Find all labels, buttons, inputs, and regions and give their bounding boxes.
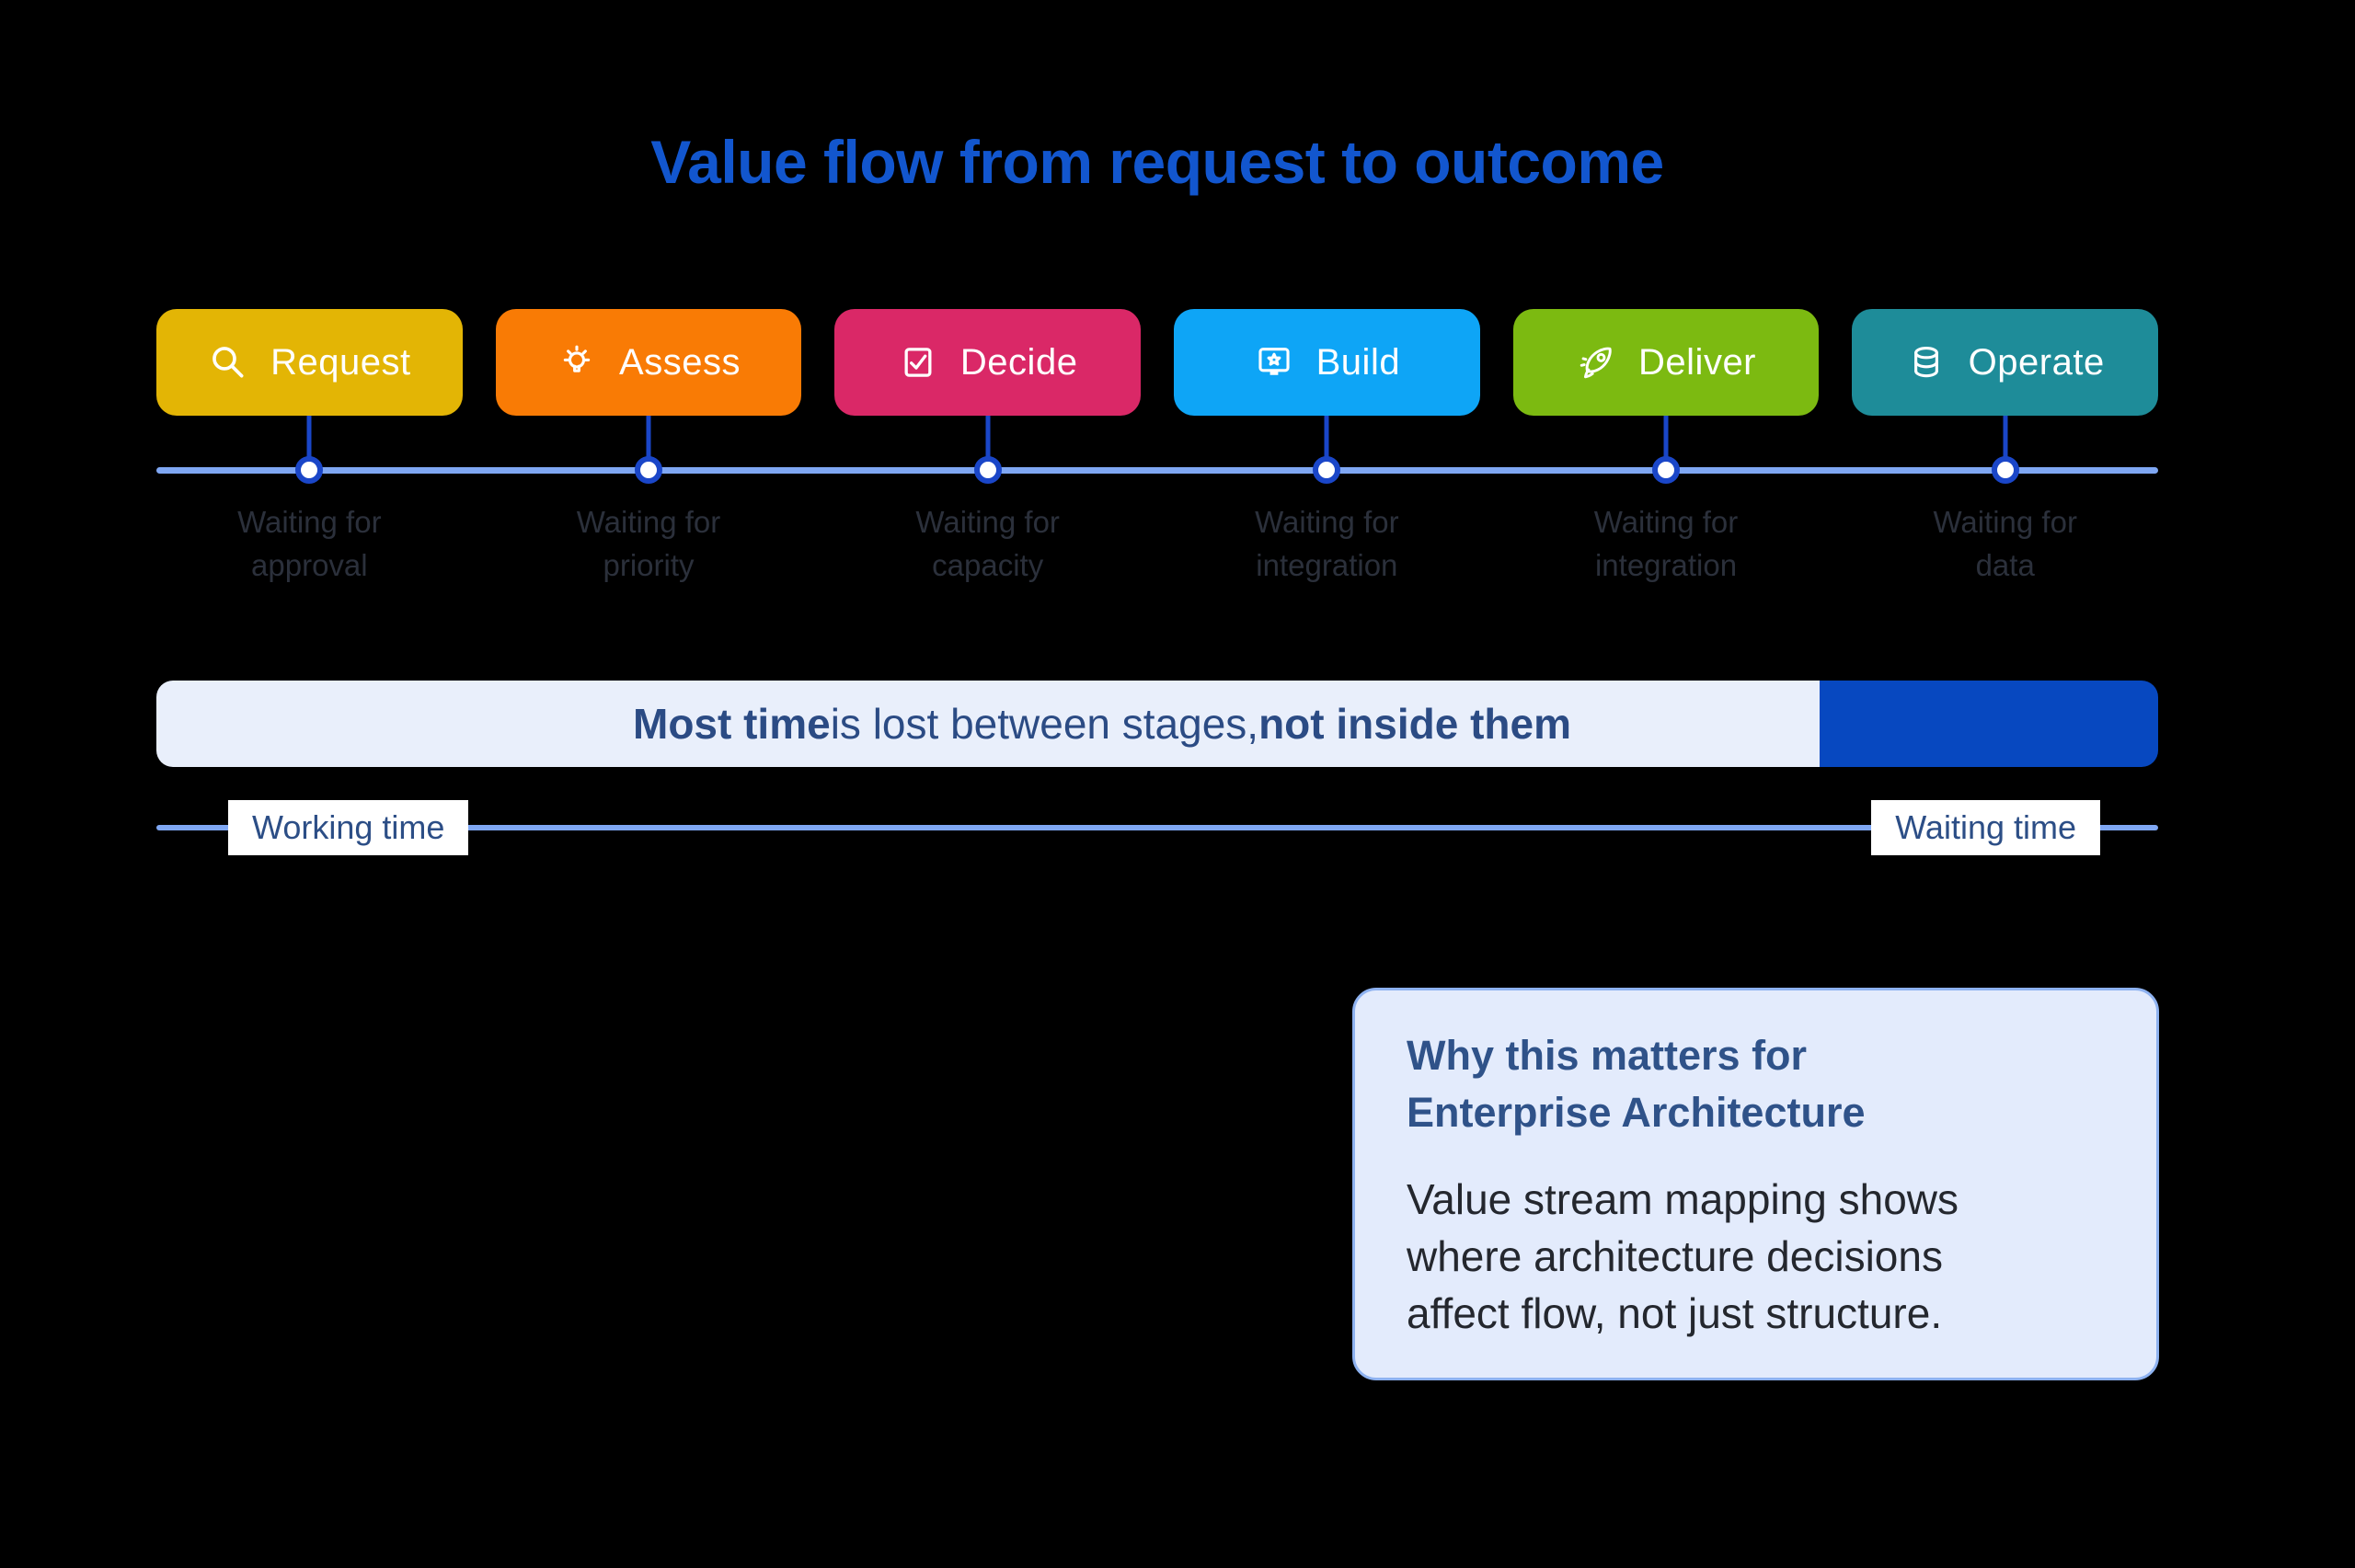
connector-line xyxy=(646,416,651,464)
insight-text-bold-1: Most time xyxy=(633,700,831,748)
stage-label: Deliver xyxy=(1638,341,1757,383)
checkbox-icon xyxy=(898,342,938,383)
time-axis-line xyxy=(156,825,2158,830)
insight-bar: Most time is lost between stages, not in… xyxy=(156,681,2158,767)
search-icon xyxy=(208,342,248,383)
timeline-dot xyxy=(1991,456,2019,484)
stage-build[interactable]: Build xyxy=(1174,309,1480,416)
stage-label: Decide xyxy=(959,341,1078,383)
stage-deliver[interactable]: Deliver xyxy=(1512,309,1820,416)
waiting-label: Waiting for approval xyxy=(237,505,382,582)
timeline-marker xyxy=(1174,416,1480,484)
waiting-labels-row: Waiting for approval Waiting for priorit… xyxy=(156,501,2158,588)
rocket-icon xyxy=(1576,342,1616,383)
stages-row: Request Assess xyxy=(156,309,2159,416)
stage-label: Request xyxy=(270,341,411,383)
working-time-segment xyxy=(156,681,1821,767)
timeline xyxy=(156,416,2158,484)
waiting-time-label: Waiting time xyxy=(1871,800,2100,855)
waiting-label: Waiting for data xyxy=(1933,505,2077,582)
waiting-label: Waiting for capacity xyxy=(915,505,1060,582)
stage-label: Build xyxy=(1315,341,1401,383)
connector-line xyxy=(985,416,991,464)
timeline-marker xyxy=(496,416,802,484)
timeline-marker xyxy=(1513,416,1820,484)
monitor-star-icon xyxy=(1254,342,1294,383)
callout-box: Why this matters for Enterprise Architec… xyxy=(1352,988,2159,1380)
connector-line xyxy=(1663,416,1669,464)
timeline-markers xyxy=(156,416,2158,484)
insight-text-bold-2: not inside them xyxy=(1258,700,1571,748)
connector-line xyxy=(2003,416,2008,464)
stage-operate[interactable]: Operate xyxy=(1852,309,2159,416)
callout-body: Value stream mapping shows where archite… xyxy=(1407,1175,1959,1338)
timeline-dot xyxy=(1313,456,1341,484)
stage-request[interactable]: Request xyxy=(156,309,463,416)
insight-text: Most time is lost between stages, not in… xyxy=(156,681,2158,767)
page-title: Value flow from request to outcome xyxy=(650,128,1664,196)
connector-line xyxy=(306,416,312,464)
insight-text-regular: is lost between stages, xyxy=(830,700,1259,748)
connector-line xyxy=(1324,416,1329,464)
timeline-marker xyxy=(1852,416,2158,484)
waiting-label: Waiting for priority xyxy=(576,505,721,582)
lightbulb-icon xyxy=(557,342,597,383)
timeline-dot xyxy=(973,456,1002,484)
stage-label: Operate xyxy=(1968,341,2105,383)
content-area: Value flow from request to outcome Reque… xyxy=(156,0,2159,1568)
stage-decide[interactable]: Decide xyxy=(834,309,1142,416)
timeline-marker xyxy=(834,416,1141,484)
stage-assess[interactable]: Assess xyxy=(495,309,802,416)
timeline-marker xyxy=(156,416,463,484)
waiting-label: Waiting for integration xyxy=(1255,505,1399,582)
working-time-label: Working time xyxy=(228,800,469,855)
callout-heading: Why this matters for Enterprise Architec… xyxy=(1407,1032,1866,1137)
waiting-time-segment xyxy=(1820,681,2158,767)
timeline-dot xyxy=(295,456,324,484)
time-axis: Working time Waiting time xyxy=(156,800,2158,855)
timeline-line xyxy=(156,467,2158,474)
timeline-dot xyxy=(635,456,662,484)
database-icon xyxy=(1906,342,1947,383)
stage-label: Assess xyxy=(619,341,741,383)
timeline-dot xyxy=(1652,456,1681,484)
waiting-label: Waiting for integration xyxy=(1593,505,1739,582)
